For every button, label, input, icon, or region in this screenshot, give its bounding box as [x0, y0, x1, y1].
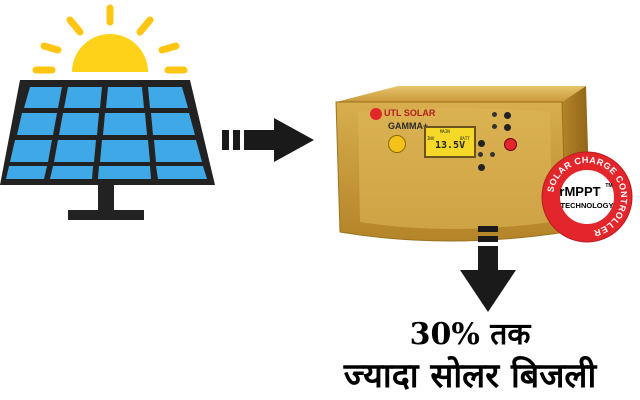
- quality-seal-icon: [388, 135, 406, 153]
- indicator-led: [492, 112, 497, 117]
- control-button[interactable]: [478, 164, 485, 171]
- model-name: GAMMA+: [388, 121, 429, 131]
- brand-mark-icon: [370, 108, 382, 120]
- badge-rmppt-text: rMPPT: [559, 184, 600, 199]
- sun-icon: [32, 4, 188, 74]
- lcd-label-inv: INV: [427, 136, 435, 141]
- arrow-right-icon: [222, 118, 314, 162]
- badge-technology-text: TECHNOLOGY: [561, 201, 614, 210]
- control-button[interactable]: [504, 124, 511, 131]
- indicator-led: [492, 124, 497, 129]
- lcd-display: MAIN INV BATT 13.5V: [424, 126, 476, 158]
- badge-tm-text: TM: [605, 183, 612, 189]
- headline-line-1: 30% तक: [409, 317, 531, 352]
- arrow-down-icon: [460, 226, 516, 312]
- inverter-device: UTL SOLAR GAMMA+ MAIN INV BATT 13.5V: [328, 82, 590, 250]
- lcd-reading: 13.5V: [435, 140, 466, 151]
- brand-logo: UTL SOLAR: [370, 107, 440, 121]
- power-button[interactable]: [504, 138, 517, 151]
- indicator-led: [478, 152, 483, 157]
- solar-panel-icon: [0, 80, 215, 220]
- lcd-label-main: MAIN: [440, 129, 450, 134]
- brand-text: UTL SOLAR: [384, 108, 436, 118]
- rmppt-badge: SOLAR CHARGE CONTROLLER rMPPT TM TECHNOL…: [541, 151, 633, 243]
- lcd-label-batt: BATT: [460, 136, 470, 141]
- control-button[interactable]: [478, 140, 485, 147]
- indicator-led: [490, 152, 495, 157]
- control-button[interactable]: [504, 112, 511, 119]
- headline-line-2: ज्यादा सोलर बिजली: [343, 356, 597, 396]
